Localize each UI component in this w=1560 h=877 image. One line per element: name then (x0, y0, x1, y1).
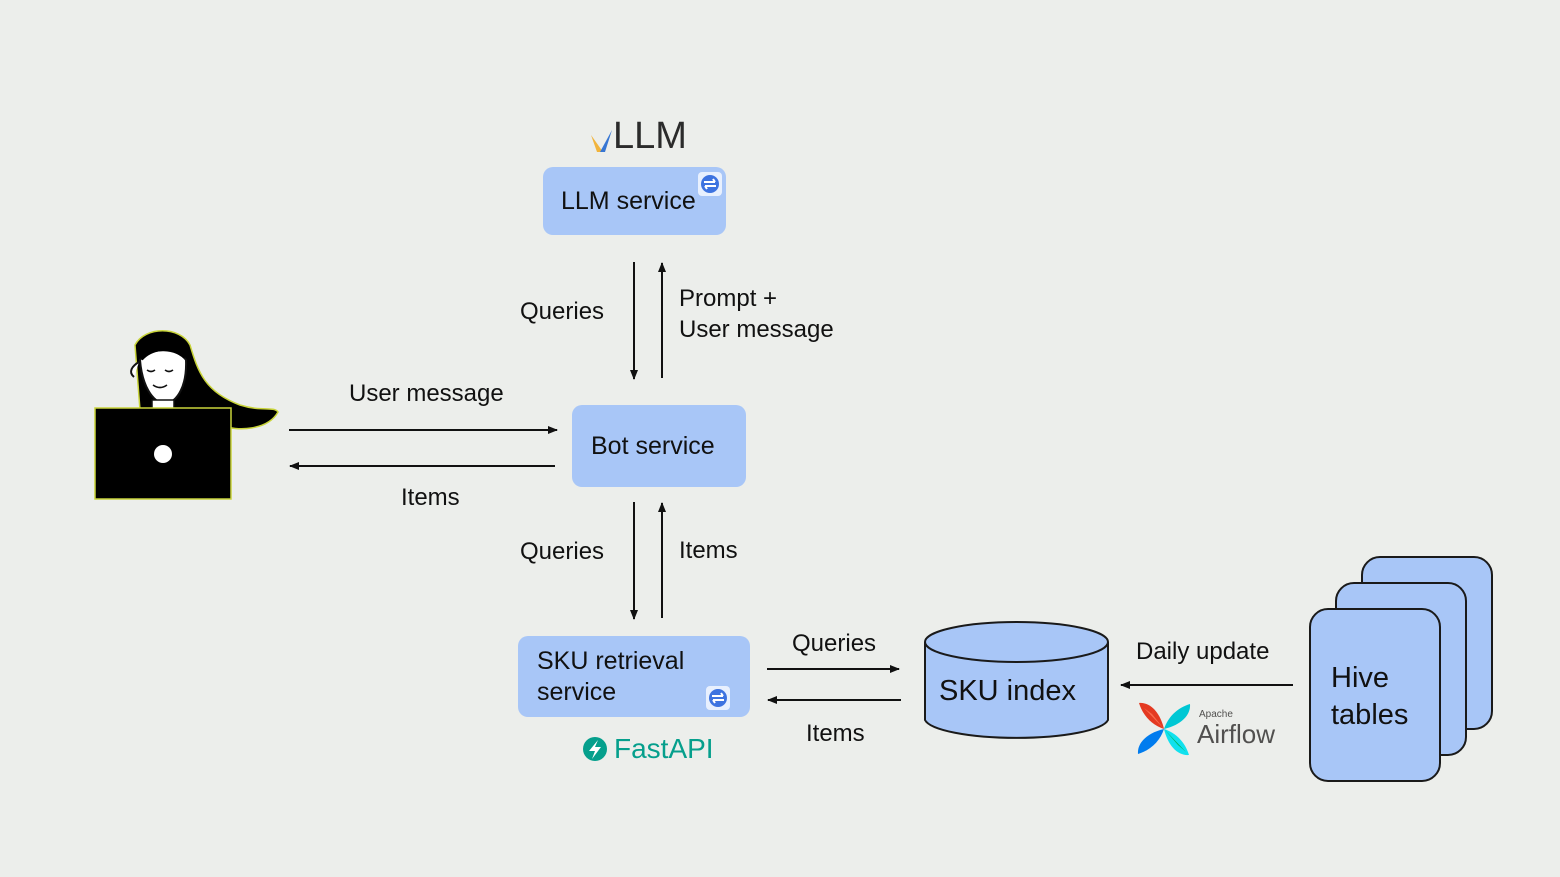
sku-index-label: SKU index (939, 675, 1077, 707)
edge-label-sku-queries: Queries (792, 630, 877, 657)
fastapi-logo-text: FastAPI (614, 733, 714, 764)
sku-retrieval-service-label: SKU retrieval service (537, 647, 685, 706)
edge-label-sku-items: Items (806, 720, 865, 747)
hive-tables-label: Hive tables (1331, 662, 1409, 731)
sku-retrieval-service-box: SKU retrieval service (518, 636, 750, 717)
llm-service-label: LLM service (561, 187, 696, 215)
edge-label-user-message: User message (349, 380, 504, 407)
bot-service-box: Bot service (572, 405, 746, 487)
edge-label-bot-items: Items (679, 537, 738, 564)
user-at-laptop-icon (94, 330, 279, 500)
edge-label-llm-prompt: Prompt + User message (679, 285, 834, 343)
bot-service-label: Bot service (591, 432, 715, 460)
llm-service-box: LLM service (543, 167, 726, 235)
vllm-logo-text: LLM (613, 115, 687, 157)
airflow-pinwheel-icon (1137, 702, 1191, 756)
stacked-tables-icon (1309, 556, 1493, 782)
vllm-logo-icon (591, 130, 612, 152)
edge-label-llm-queries: Queries (520, 298, 605, 325)
edge-label-daily-update: Daily update (1136, 638, 1270, 665)
edge-label-bot-queries: Queries (520, 538, 605, 565)
fastapi-logo-icon (583, 737, 607, 761)
airflow-logo-text: Airflow (1197, 719, 1276, 749)
sync-badge-icon (698, 172, 722, 196)
database-cylinder-icon (924, 621, 1109, 739)
airflow-logo-small-text: Apache (1199, 709, 1233, 720)
sync-badge-icon (706, 686, 730, 710)
edge-label-user-items: Items (401, 484, 460, 511)
